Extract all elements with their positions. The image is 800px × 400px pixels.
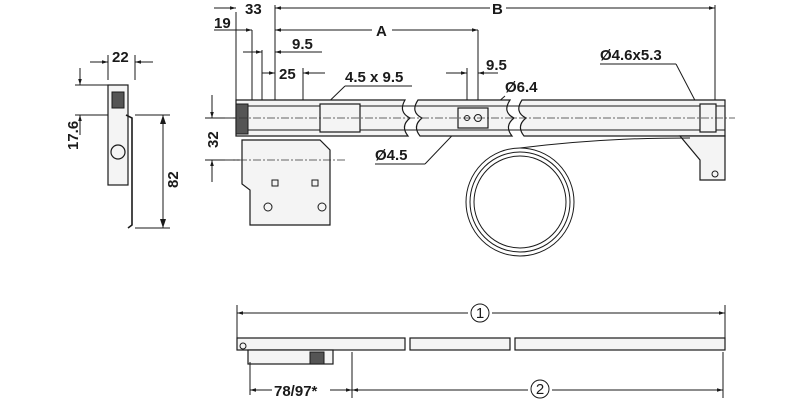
circled-2	[530, 379, 550, 399]
dim-78-97-label: 78/97*	[274, 383, 318, 400]
dim-9-5-left-label: 9.5	[292, 36, 313, 53]
dim-22-label: 22	[112, 49, 129, 66]
dim-17-6-label: 17.6	[65, 121, 82, 150]
mounting-bracket	[241, 139, 331, 226]
bottom-view: 1 78/97* 2	[236, 303, 726, 400]
side-view: 22 17.6 82	[65, 49, 182, 229]
circled-2-label: 2	[536, 381, 544, 398]
dim-B-label: B	[492, 1, 503, 18]
coiled-cable	[465, 147, 575, 257]
dim-A-label: A	[376, 23, 387, 40]
dim-82-label: 82	[165, 171, 182, 188]
dim-33-label: 33	[245, 1, 262, 18]
hole-6-4-label: Ø6.4	[505, 79, 538, 96]
dim-19-label: 19	[214, 15, 231, 32]
top-view: 33 B 19 A 9.5 25 4.5 x 9.5 9.5 Ø6.4 Ø4.5…	[205, 1, 735, 257]
circled-1	[470, 303, 490, 323]
hole-4-5-label: Ø4.5	[375, 147, 408, 164]
slot-4-5x9-5-label: 4.5 x 9.5	[345, 69, 403, 86]
dim-32-label: 32	[205, 131, 222, 148]
dim-25-label: 25	[279, 66, 296, 83]
dim-9-5-right-label: 9.5	[486, 57, 507, 74]
circled-1-label: 1	[476, 305, 484, 322]
hole-4-6x5-3-label: Ø4.6x5.3	[600, 47, 662, 64]
